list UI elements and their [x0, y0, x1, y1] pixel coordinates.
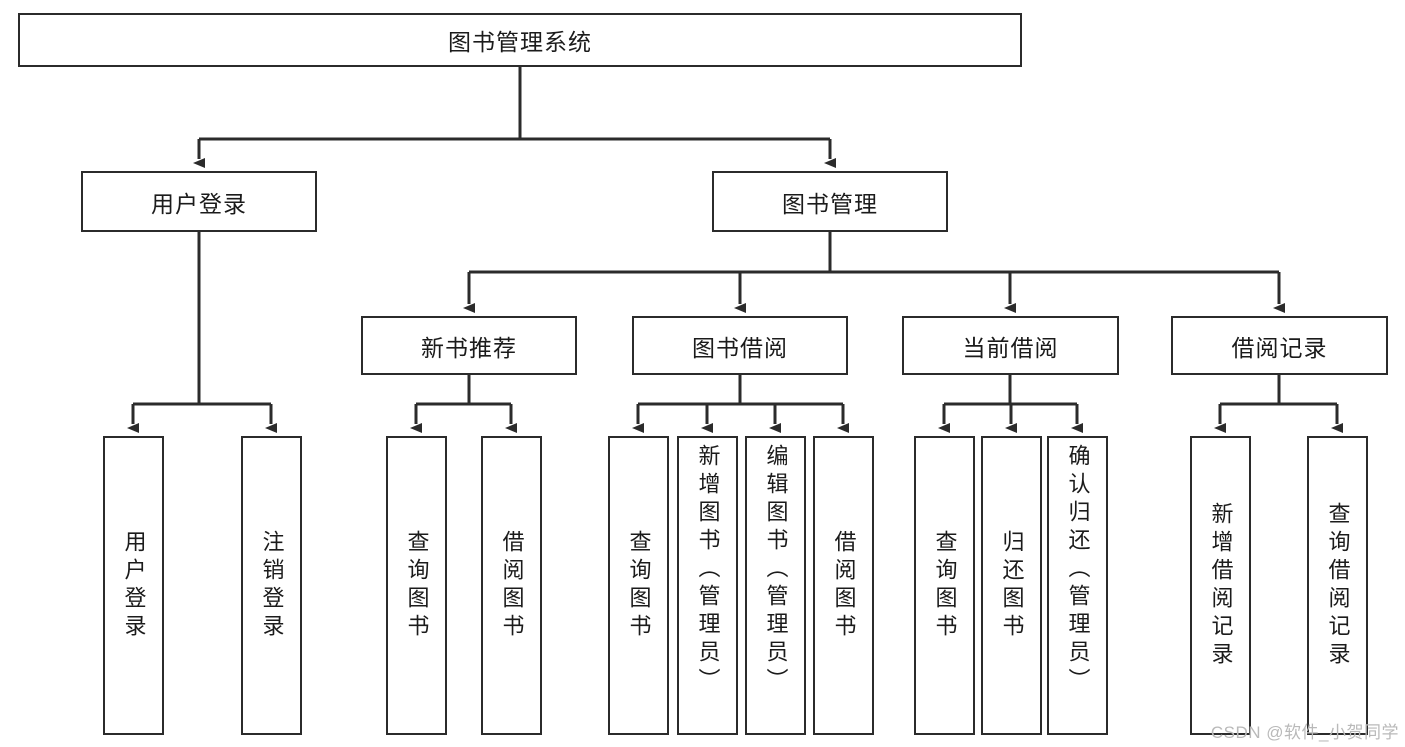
leaf-query-book-2-label: 查询图书 — [626, 529, 652, 642]
leaf-user-login[interactable]: 用户登录 — [103, 436, 164, 735]
leaf-query-book-1-label: 查询图书 — [404, 529, 430, 642]
node-new-book-recommend[interactable]: 新书推荐 — [361, 316, 577, 375]
edges-current-borrow — [938, 375, 1083, 433]
leaf-edit-book-label: 编辑图书（管理员） — [763, 444, 789, 696]
node-new-book-recommend-label: 新书推荐 — [421, 334, 517, 361]
leaf-logout-label: 注销登录 — [259, 529, 285, 642]
watermark: CSDN @软件_小贺同学 — [1210, 723, 1399, 742]
edges-user-login — [127, 232, 277, 433]
node-user-login[interactable]: 用户登录 — [81, 171, 317, 232]
leaf-query-book-3[interactable]: 查询图书 — [914, 436, 975, 735]
leaf-borrow-book-2[interactable]: 借阅图书 — [813, 436, 874, 735]
node-book-management[interactable]: 图书管理 — [712, 171, 948, 232]
leaf-return-book[interactable]: 归还图书 — [981, 436, 1042, 735]
leaf-borrow-book-1-label: 借阅图书 — [499, 529, 525, 642]
leaf-add-book-label: 新增图书（管理员） — [695, 444, 721, 696]
node-book-management-label: 图书管理 — [782, 190, 878, 217]
node-root-label: 图书管理系统 — [448, 29, 592, 55]
leaf-borrow-book-1[interactable]: 借阅图书 — [481, 436, 542, 735]
leaf-query-book-2[interactable]: 查询图书 — [608, 436, 669, 735]
leaf-user-login-label: 用户登录 — [121, 529, 147, 642]
edges-new-book-recommend — [410, 375, 517, 433]
node-current-borrow[interactable]: 当前借阅 — [902, 316, 1119, 375]
leaf-logout[interactable]: 注销登录 — [241, 436, 302, 735]
node-root[interactable]: 图书管理系统 — [18, 13, 1022, 67]
node-user-login-label: 用户登录 — [151, 190, 247, 217]
leaf-query-record[interactable]: 查询借阅记录 — [1307, 436, 1368, 735]
node-book-borrow-label: 图书借阅 — [692, 334, 788, 361]
leaf-confirm-return[interactable]: 确认归还（管理员） — [1047, 436, 1108, 735]
node-current-borrow-label: 当前借阅 — [962, 334, 1059, 361]
node-borrow-record[interactable]: 借阅记录 — [1171, 316, 1388, 375]
leaf-add-record[interactable]: 新增借阅记录 — [1190, 436, 1251, 735]
leaf-query-book-1[interactable]: 查询图书 — [386, 436, 447, 735]
leaf-add-book[interactable]: 新增图书（管理员） — [677, 436, 738, 735]
leaf-confirm-return-label: 确认归还（管理员） — [1065, 444, 1091, 696]
edges-borrow-record — [1214, 375, 1343, 433]
leaf-borrow-book-2-label: 借阅图书 — [831, 529, 857, 642]
leaf-query-record-label: 查询借阅记录 — [1325, 501, 1351, 670]
edges-root — [193, 67, 836, 168]
edges-book-management — [463, 232, 1285, 313]
node-book-borrow[interactable]: 图书借阅 — [632, 316, 848, 375]
leaf-query-book-3-label: 查询图书 — [932, 529, 958, 642]
leaf-return-book-label: 归还图书 — [999, 529, 1025, 642]
leaf-edit-book[interactable]: 编辑图书（管理员） — [745, 436, 806, 735]
edges-book-borrow — [632, 375, 849, 433]
node-borrow-record-label: 借阅记录 — [1231, 334, 1328, 361]
leaf-add-record-label: 新增借阅记录 — [1208, 501, 1234, 670]
